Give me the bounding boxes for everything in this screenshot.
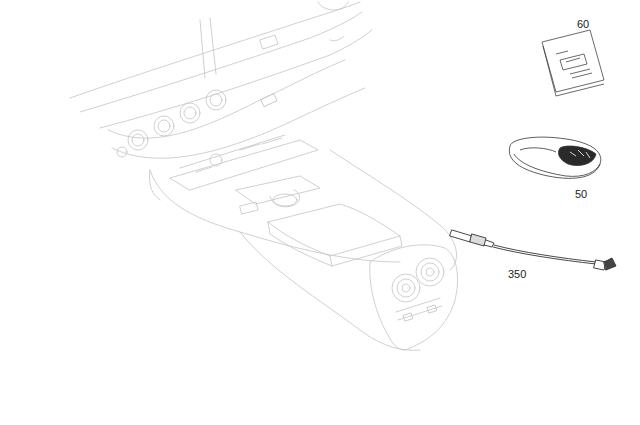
callout-number: 60	[577, 19, 589, 30]
callout-number: 350	[508, 269, 526, 280]
callout-number: 50	[575, 189, 587, 200]
